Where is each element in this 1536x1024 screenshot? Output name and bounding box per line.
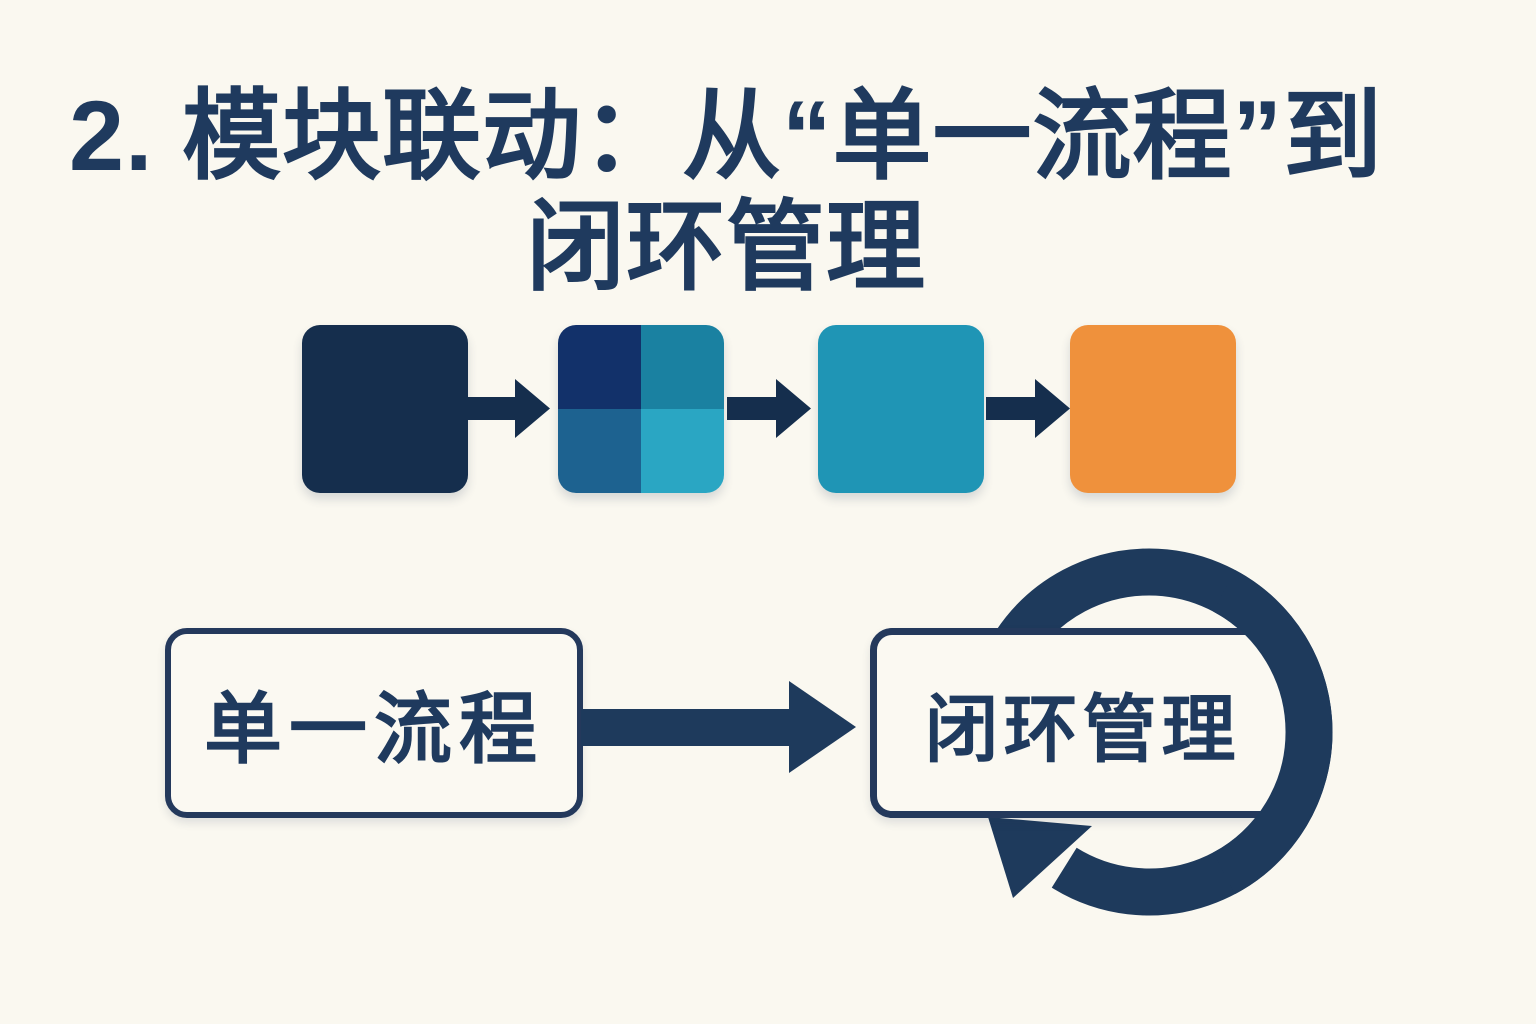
closed-loop-box: 闭环管理 — [870, 628, 1295, 818]
transition-arrow-shaft — [581, 709, 793, 746]
flow-arrow-1-head — [515, 379, 550, 438]
flow-step-4-square — [1070, 325, 1236, 493]
transition-arrow — [581, 681, 856, 773]
flow-step-1-square — [302, 325, 468, 493]
flow-arrow-1-shaft — [466, 397, 516, 420]
loop-arrowhead-icon — [988, 817, 1092, 898]
flow-arrow-2-head — [776, 379, 811, 438]
single-process-label: 单一流程 — [203, 685, 544, 773]
flow-arrow-2-shaft — [727, 397, 777, 420]
step-2-quadrant-bottom-right — [641, 409, 724, 493]
flow-arrow-1 — [466, 379, 550, 438]
step-2-quadrant-top-left — [558, 325, 641, 409]
flow-step-3-square — [818, 325, 984, 493]
step-2-quadrant-top-right — [641, 325, 724, 409]
flow-arrow-3-shaft — [986, 397, 1036, 420]
step-2-quadrant-bottom-left — [558, 409, 641, 493]
title-line-1: 2. 模块联动：从“单一流程”到 — [68, 80, 1384, 191]
flow-step-2-square — [558, 325, 724, 493]
flow-arrow-2 — [727, 379, 811, 438]
single-process-box: 单一流程 — [165, 628, 583, 818]
closed-loop-label: 闭环管理 — [924, 687, 1241, 771]
flow-arrow-3-head — [1035, 379, 1070, 438]
flow-arrow-3 — [986, 379, 1070, 438]
page-title: 2. 模块联动：从“单一流程”到 闭环管理 — [0, 80, 1494, 302]
title-line-2: 闭环管理 — [526, 191, 926, 302]
transition-arrow-head — [789, 681, 856, 773]
